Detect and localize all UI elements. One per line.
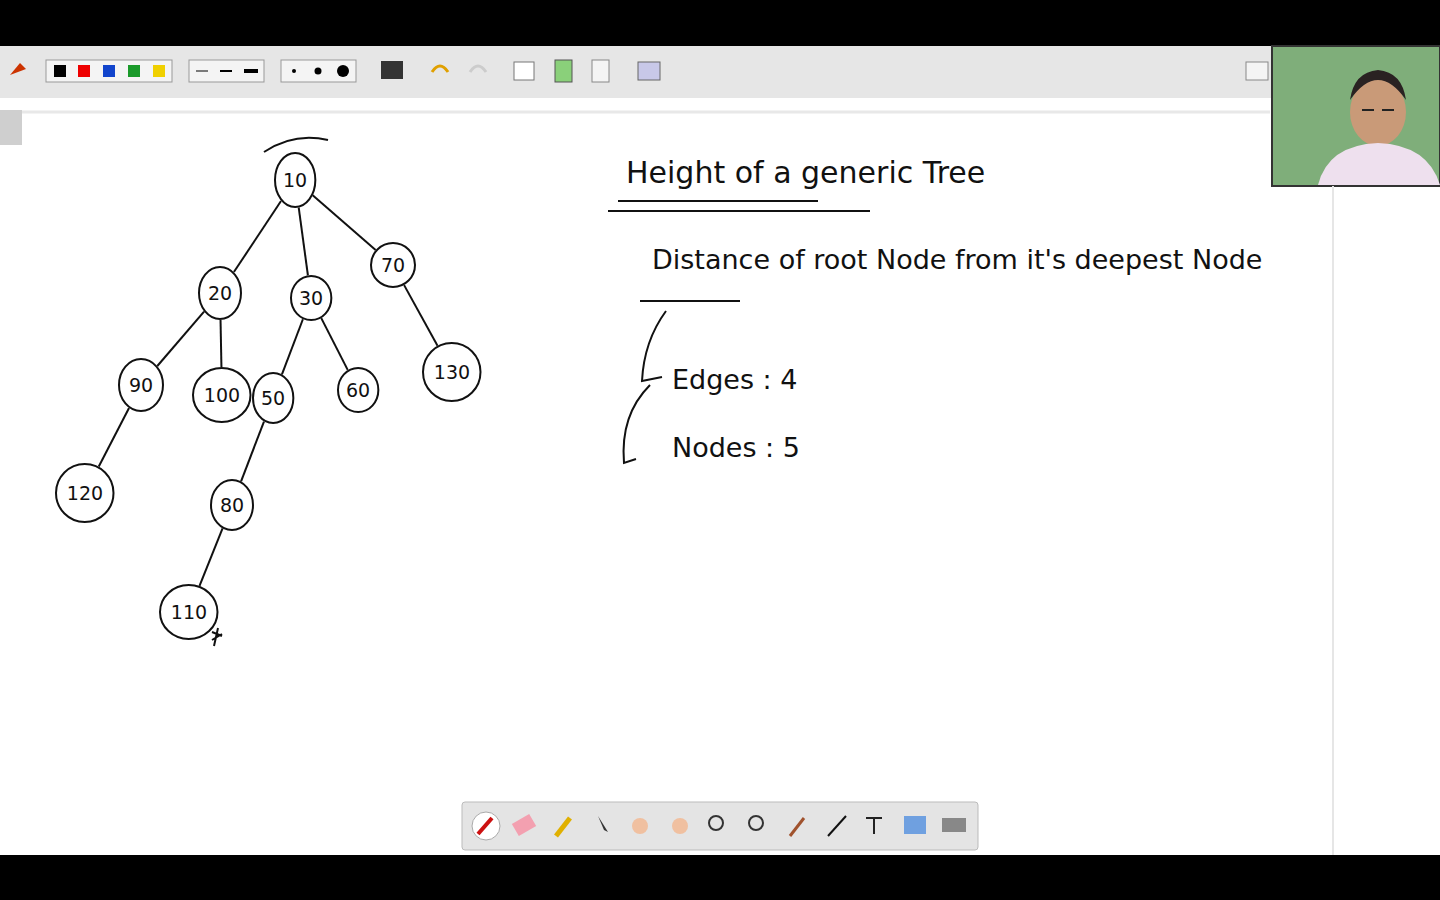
tree-node: 90 xyxy=(118,358,164,412)
node-value: 60 xyxy=(346,381,370,400)
toolbar xyxy=(0,46,1440,98)
node-value: 80 xyxy=(220,496,244,515)
node-value: 100 xyxy=(204,386,240,405)
tree-edge xyxy=(241,422,264,482)
handwritten-note: Edges : 4 xyxy=(672,365,797,395)
floating-toolbar xyxy=(462,802,978,850)
tree-node: 110 xyxy=(159,584,218,640)
bracket-arrow xyxy=(624,385,650,463)
tree-edge xyxy=(282,319,303,374)
node-value: 20 xyxy=(208,284,232,303)
top-bar xyxy=(0,0,1440,46)
color-swatches xyxy=(10,60,1268,82)
node-value: 110 xyxy=(171,603,207,622)
tree-edge xyxy=(299,208,308,276)
tree-edge xyxy=(404,285,437,346)
tree-edge xyxy=(234,201,281,272)
tree-node: 30 xyxy=(290,275,332,321)
node-value: 90 xyxy=(129,376,153,395)
star-mark xyxy=(212,628,222,646)
word-underline xyxy=(640,300,740,302)
node-value: 130 xyxy=(434,363,470,382)
handwritten-note: Distance of root Node from it's deepest … xyxy=(652,245,1262,275)
root-mark xyxy=(264,138,328,152)
webcam-view xyxy=(1272,46,1440,186)
tree-node: 50 xyxy=(252,372,294,424)
tree-node: 120 xyxy=(55,463,114,523)
node-value: 120 xyxy=(67,484,103,503)
tree-edge xyxy=(99,408,129,466)
title-underline xyxy=(608,210,870,212)
tree-node: 80 xyxy=(210,479,254,531)
tree-node: 20 xyxy=(198,266,242,320)
tree-edge xyxy=(321,318,347,370)
node-value: 70 xyxy=(381,256,405,275)
tree-node: 60 xyxy=(337,367,379,413)
node-value: 30 xyxy=(299,289,323,308)
tree-node: 70 xyxy=(370,242,416,288)
tree-edge xyxy=(157,312,204,366)
bracket-arrow xyxy=(642,311,666,381)
tree-node: 10 xyxy=(274,152,316,208)
tree-node: 130 xyxy=(422,342,481,402)
tree-edge xyxy=(220,320,222,367)
bottom-bar xyxy=(0,855,1440,900)
slide-title: Height of a generic Tree xyxy=(626,156,985,189)
tree-edge xyxy=(313,195,376,250)
tree-edge xyxy=(200,528,223,585)
node-value: 10 xyxy=(283,171,307,190)
tree-node: 100 xyxy=(192,367,251,423)
title-underline xyxy=(618,200,818,202)
node-value: 50 xyxy=(261,389,285,408)
handwritten-note: Nodes : 5 xyxy=(672,433,800,463)
